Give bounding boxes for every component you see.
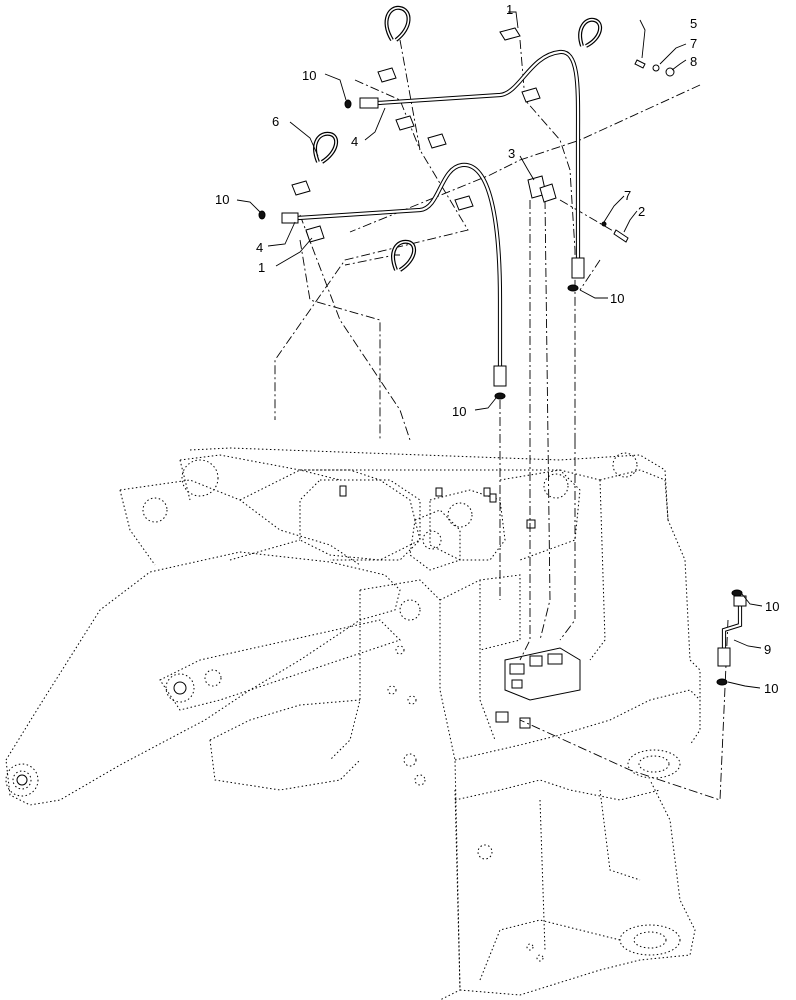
callout-10-top: 10 [302,68,316,83]
callout-10-hose-middle: 10 [452,404,466,419]
callout-3: 3 [508,146,515,161]
callout-4-upper: 4 [351,134,358,149]
callout-leaders [236,11,763,689]
clamps-and-hardware [258,5,743,686]
callout-8: 8 [690,54,697,69]
callout-10-short-hose-bottom: 10 [764,681,778,696]
cable-tie-4 [391,239,417,272]
callout-9: 9 [764,642,771,657]
callout-6: 6 [272,114,279,129]
cable-tie-2 [578,17,603,48]
assembly-center-lines [274,39,729,801]
callout-1-left: 1 [258,260,265,275]
callout-1-top: 1 [506,2,513,17]
hydraulic-hoses [281,49,747,667]
callout-4-lower: 4 [256,240,263,255]
callout-10-hose-right: 10 [610,291,624,306]
callout-2: 2 [638,204,645,219]
callout-labels: 1 1 2 3 4 4 5 6 7 7 8 9 10 10 10 10 10 1… [215,2,779,696]
callout-5: 5 [690,16,697,31]
cable-tie-3 [313,131,339,164]
cable-tie-1 [384,5,411,42]
callout-7-right: 7 [624,188,631,203]
callout-7-top: 7 [690,36,697,51]
loader-front-frame [5,447,701,1000]
callout-10-short-hose-top: 10 [765,599,779,614]
callout-10-left: 10 [215,192,229,207]
